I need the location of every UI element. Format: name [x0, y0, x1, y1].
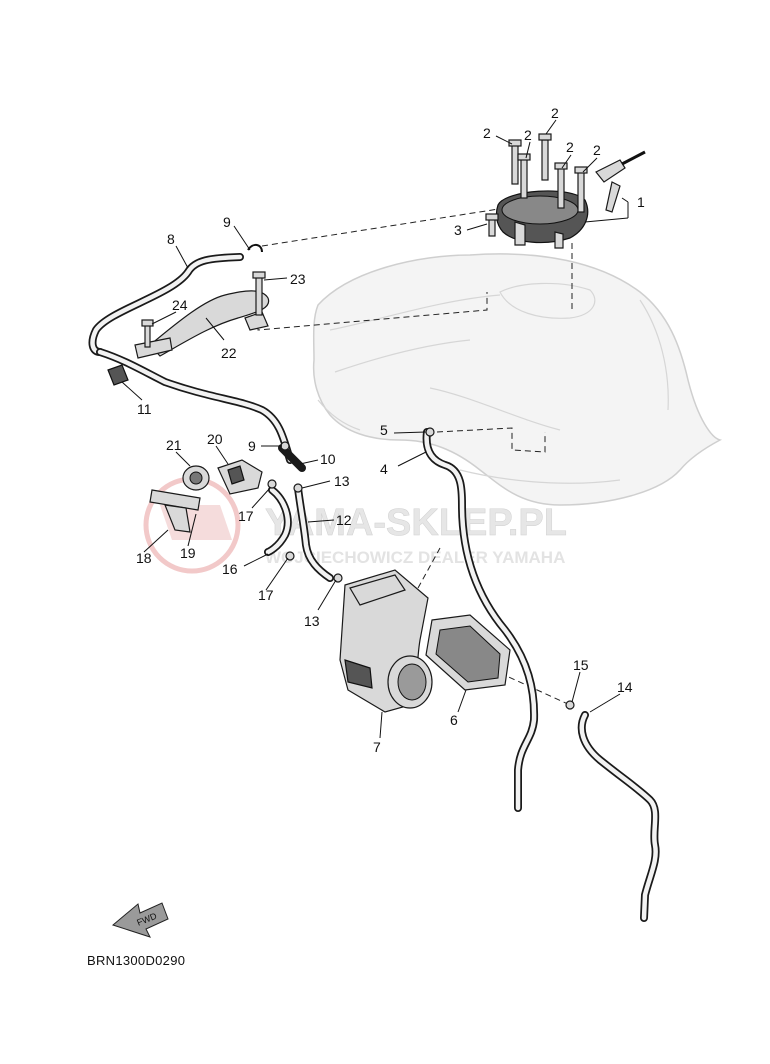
callout-2: 2 [524, 127, 532, 143]
callout-2: 2 [593, 142, 601, 158]
callout-10: 10 [320, 451, 336, 467]
hose-long [96, 348, 294, 464]
bracket-22 [134, 290, 270, 359]
callout-labels: 1 2 2 2 2 2 3 4 5 6 7 8 9 9 10 11 12 13 … [136, 105, 645, 755]
callout-23: 23 [290, 271, 306, 287]
callout-2: 2 [483, 125, 491, 141]
callout-8: 8 [167, 231, 175, 247]
callout-2: 2 [551, 105, 559, 121]
callout-15: 15 [573, 657, 589, 673]
callout-18: 18 [136, 550, 152, 566]
clips [247, 244, 575, 710]
hose-14 [577, 711, 660, 922]
holder-20 [217, 459, 263, 495]
callout-16: 16 [222, 561, 238, 577]
callout-4: 4 [380, 461, 388, 477]
callout-13: 13 [304, 613, 320, 629]
callout-14: 14 [617, 679, 633, 695]
callout-6: 6 [450, 712, 458, 728]
callout-17: 17 [258, 587, 274, 603]
bracket-18 [149, 489, 201, 533]
callout-11: 11 [137, 401, 152, 417]
callout-24: 24 [172, 297, 188, 313]
diagram-code: BRN1300D0290 [87, 953, 186, 968]
callout-9: 9 [223, 214, 231, 230]
leader-lines [121, 119, 629, 739]
watermark: YAMA-SKLEP.PL WOJCIECHOWICZ DEALER YAMAH… [143, 476, 567, 574]
fwd-arrow-icon: FWD [111, 902, 169, 938]
clip-11 [107, 364, 129, 386]
callout-13: 13 [334, 473, 350, 489]
callout-2: 2 [566, 139, 574, 155]
fuel-tank-ghost [312, 253, 723, 506]
filter-6 [425, 614, 511, 691]
callout-20: 20 [207, 431, 223, 447]
callout-12: 12 [336, 512, 352, 528]
damper-21 [182, 465, 210, 491]
callout-9: 9 [248, 438, 256, 454]
callout-3: 3 [454, 222, 462, 238]
bolt-23 [252, 271, 266, 316]
fuel-cap-key [595, 150, 646, 213]
watermark-sub: WOJCIECHOWICZ DEALER YAMAHA [265, 548, 565, 567]
callout-21: 21 [166, 437, 182, 453]
callout-7: 7 [373, 739, 381, 755]
fuel-tank-cap-assembly [495, 190, 589, 249]
callout-17: 17 [238, 508, 254, 524]
callout-5: 5 [380, 422, 388, 438]
watermark-main: YAMA-SKLEP.PL [265, 502, 567, 544]
callout-1: 1 [637, 194, 645, 210]
canister-7 [339, 569, 433, 713]
hoses [88, 253, 660, 922]
callout-19: 19 [180, 545, 196, 561]
callout-22: 22 [221, 345, 237, 361]
